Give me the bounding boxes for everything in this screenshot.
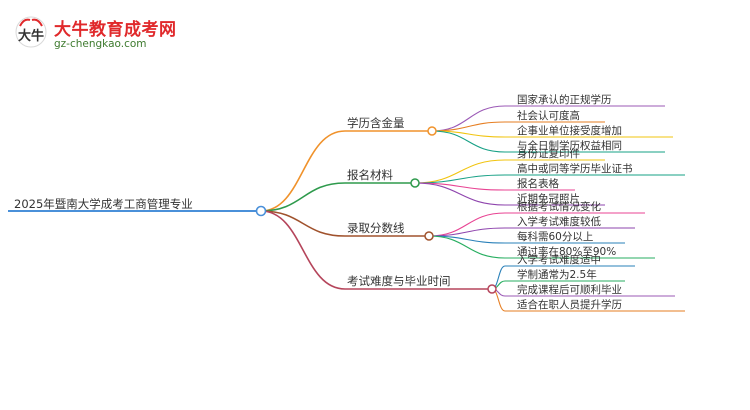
leaf-label: 国家承认的正规学历 [517, 93, 612, 106]
branch-label: 报名材料 [347, 168, 393, 182]
brand-url[interactable]: gz-chengkao.com [54, 38, 147, 50]
leaf-label: 每科需60分以上 [517, 230, 593, 243]
leaf-label: 报名表格 [517, 177, 559, 190]
branch-node [487, 284, 497, 294]
leaf-connector [431, 105, 506, 132]
leaf-label: 社会认可度高 [517, 109, 580, 122]
branch-connector [260, 210, 346, 290]
branch-connector [260, 182, 346, 212]
branch-label: 学历含金量 [347, 116, 405, 130]
brand-logo: 大牛 大牛教育成考网 gz-chengkao.com [14, 12, 177, 58]
leaf-label: 通过率在80%至90% [517, 245, 616, 258]
branch-connector [260, 210, 346, 237]
leaf-label: 完成课程后可顺利毕业 [517, 283, 622, 296]
leaf-label: 身份证复印件 [517, 147, 580, 160]
leaf-label: 入学考试难度适中 [517, 253, 601, 266]
brand-name: 大牛教育成考网 [54, 20, 177, 40]
leaf-label: 入学考试难度较低 [517, 215, 601, 228]
leaf-label: 适合在职人员提升学历 [517, 298, 622, 311]
bull-logo-icon: 大牛 [15, 16, 47, 48]
branch-node [424, 231, 434, 241]
branch-node [410, 178, 420, 188]
branch-label: 考试难度与毕业时间 [347, 274, 451, 288]
root-node [255, 205, 267, 217]
leaf-label: 根据考试情况变化 [517, 200, 601, 213]
root-topic: 2025年暨南大学成考工商管理专业 [14, 197, 193, 211]
leaf-label: 学制通常为2.5年 [517, 268, 597, 281]
leaf-label: 近期免冠照片 [517, 192, 580, 205]
logo-text: 大牛 [18, 28, 44, 44]
leaf-label: 与全日制学历权益相同 [517, 139, 622, 152]
leaf-connector [428, 235, 506, 259]
leaf-label: 企事业单位接受度增加 [517, 124, 622, 137]
leaf-label: 高中或同等学历毕业证书 [517, 162, 633, 175]
leaf-connector [431, 130, 506, 153]
branch-label: 录取分数线 [347, 221, 405, 235]
branch-connector [260, 130, 346, 212]
branch-node [427, 126, 437, 136]
leaf-connector [414, 182, 506, 206]
